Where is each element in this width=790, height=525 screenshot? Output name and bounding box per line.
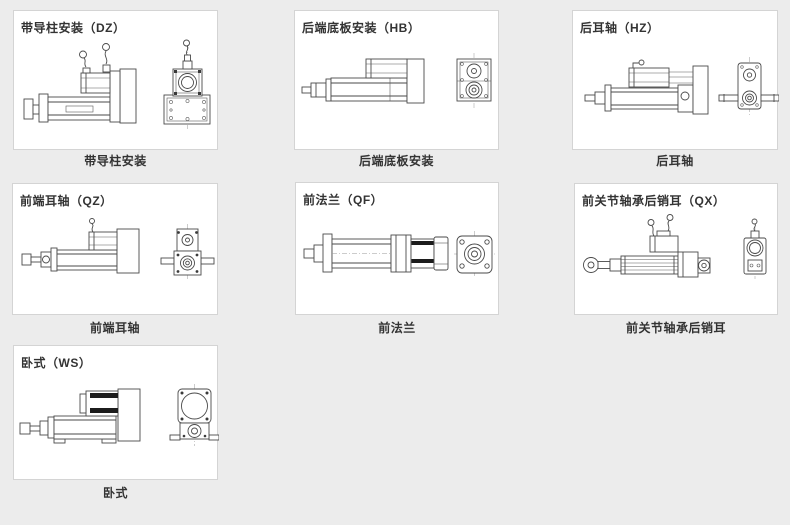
qx-end-view xyxy=(743,218,767,279)
qf-technical-drawing xyxy=(303,231,495,277)
mount-title-dz: 带导柱安装（DZ） xyxy=(21,21,126,35)
qz-end-view xyxy=(160,224,215,280)
hz-end-view xyxy=(718,57,779,115)
mount-caption-qx: 前关节轴承后销耳 xyxy=(625,321,726,335)
mount-title-qx: 前关节轴承后销耳（QX） xyxy=(582,194,726,208)
qx-technical-drawing xyxy=(583,214,767,279)
dz-side-view xyxy=(23,43,137,124)
mount-caption-hb: 后端底板安装 xyxy=(358,154,434,168)
mount-card-qx[interactable]: 前关节轴承后销耳（QX） xyxy=(574,183,778,315)
dz-technical-drawing xyxy=(23,39,211,129)
dz-end-view xyxy=(163,39,211,129)
mount-caption-ws: 卧式 xyxy=(102,486,128,500)
hb-side-view xyxy=(301,58,425,104)
qf-end-view xyxy=(454,231,495,277)
mount-caption-qf: 前法兰 xyxy=(378,321,416,335)
hz-side-view xyxy=(584,59,709,115)
mount-caption-hz: 后耳轴 xyxy=(656,154,694,168)
mount-card-qz[interactable]: 前端耳轴（QZ） xyxy=(12,183,218,315)
mount-title-ws: 卧式（WS） xyxy=(21,356,92,370)
qx-side-view xyxy=(583,214,711,278)
ws-technical-drawing xyxy=(19,384,219,446)
qf-side-view xyxy=(303,233,449,273)
mount-card-hb[interactable]: 后端底板安装（HB） xyxy=(294,10,499,150)
qz-technical-drawing xyxy=(21,218,215,280)
ws-end-view xyxy=(169,384,219,446)
mount-card-hz[interactable]: 后耳轴（HZ） xyxy=(572,10,779,150)
hb-technical-drawing xyxy=(301,53,492,109)
mount-caption-dz: 带导柱安装 xyxy=(84,154,147,168)
mount-title-qf: 前法兰（QF） xyxy=(303,193,384,207)
mount-title-hb: 后端底板安装（HB） xyxy=(302,21,421,35)
mount-title-qz: 前端耳轴（QZ） xyxy=(20,194,113,208)
mount-card-qf[interactable]: 前法兰（QF） xyxy=(295,182,499,315)
hz-technical-drawing xyxy=(584,57,779,115)
ws-side-view xyxy=(19,388,141,444)
hb-end-view xyxy=(456,53,492,109)
mount-card-ws[interactable]: 卧式（WS） xyxy=(13,345,219,480)
mount-card-dz[interactable]: 带导柱安装（DZ） xyxy=(13,10,218,150)
qz-side-view xyxy=(21,218,140,274)
mount-caption-qz: 前端耳轴 xyxy=(89,321,140,335)
mount-title-hz: 后耳轴（HZ） xyxy=(580,21,660,35)
